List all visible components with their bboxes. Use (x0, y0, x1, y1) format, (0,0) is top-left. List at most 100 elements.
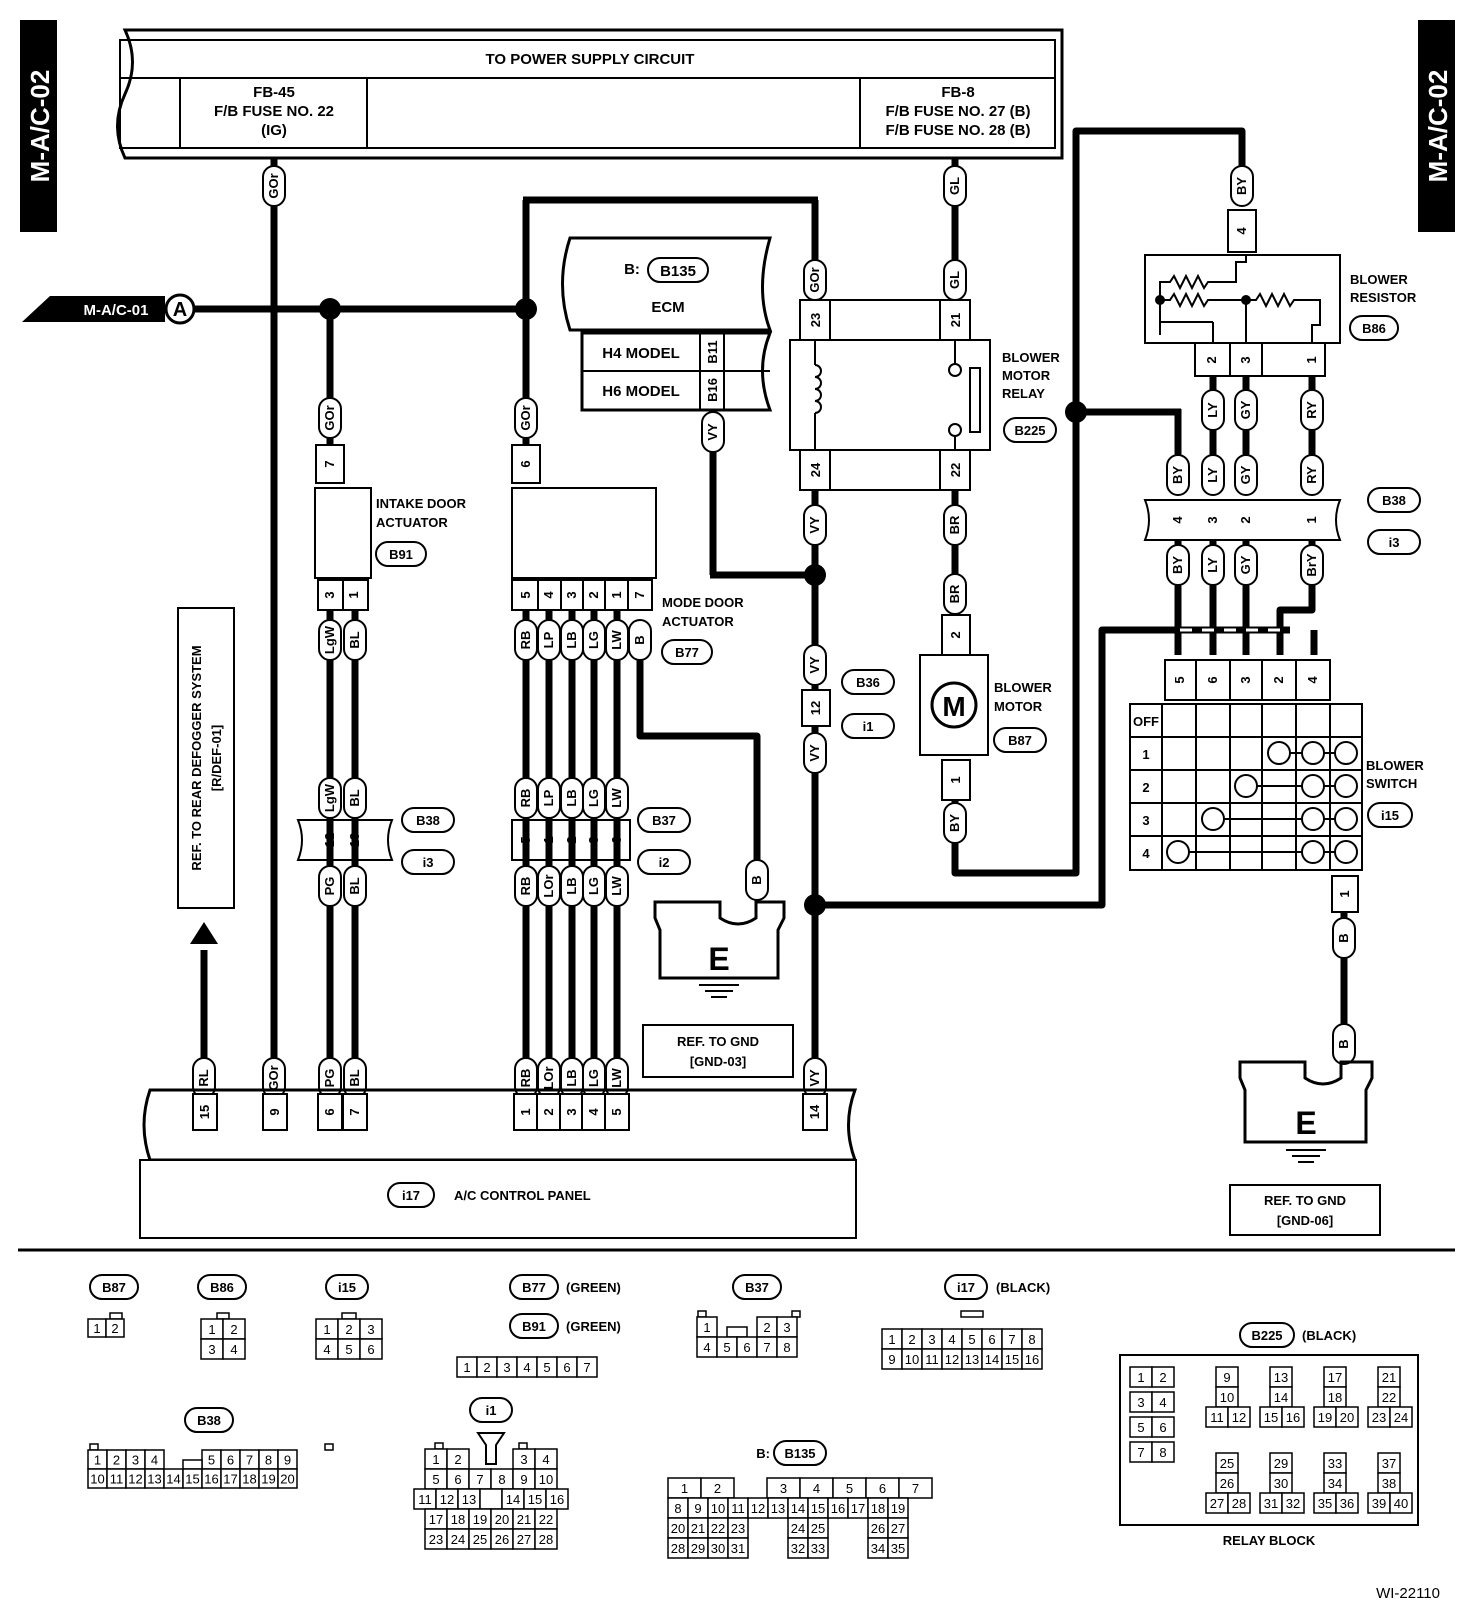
wire-by-loop (951, 127, 1246, 877)
svg-text:B38: B38 (197, 1413, 221, 1428)
svg-text:M-A/C-02: M-A/C-02 (1423, 70, 1453, 183)
b225-pin-label: 22 (1382, 1390, 1396, 1405)
svg-text:SWITCH: SWITCH (1366, 776, 1417, 791)
i17-pin-label: 14 (985, 1352, 999, 1367)
joint-b37-i2: 5 1 2 3 6 B37 i2 (511, 807, 691, 875)
b38-pin-cell (277, 1468, 298, 1489)
i1-pin-cell (534, 1528, 558, 1550)
svg-text:E: E (1295, 1105, 1316, 1141)
b77-pin-label: 2 (483, 1360, 490, 1375)
svg-text:3: 3 (564, 1108, 579, 1115)
svg-text:i17: i17 (957, 1280, 975, 1295)
svg-text:LW: LW (609, 788, 624, 808)
i17-pin-label: 5 (968, 1332, 975, 1347)
svg-text:12: 12 (808, 701, 823, 715)
i17-pin-label: 9 (888, 1352, 895, 1367)
svg-text:GOr: GOr (266, 173, 281, 198)
svg-text:BL: BL (347, 1069, 362, 1086)
svg-text:RY: RY (1304, 401, 1319, 419)
svg-text:BL: BL (347, 631, 362, 648)
wires (190, 127, 1348, 1080)
i17-pin-label: 1 (888, 1332, 895, 1347)
svg-text:1: 1 (609, 591, 624, 598)
svg-text:BY: BY (947, 814, 962, 832)
svg-text:7: 7 (322, 460, 337, 467)
svg-text:2: 2 (948, 631, 963, 638)
svg-text:1: 1 (541, 836, 556, 843)
svg-text:6: 6 (322, 1108, 337, 1115)
svg-text:RESISTOR: RESISTOR (1350, 290, 1417, 305)
figure-id: WI-22110 (1376, 1585, 1440, 1602)
side-tag-right: M-A/C-02 (1418, 20, 1455, 232)
i15-pin-label: 4 (323, 1342, 330, 1357)
connector-i15: i15 (325, 1274, 369, 1300)
b135-pin-label: 30 (711, 1541, 725, 1556)
svg-text:LB: LB (564, 789, 579, 806)
svg-text:B: B (1336, 1039, 1351, 1048)
i17-pin-label: 13 (965, 1352, 979, 1367)
b135-pin-label: 24 (791, 1521, 805, 1536)
svg-text:i3: i3 (423, 855, 434, 870)
svg-text:LB: LB (564, 877, 579, 894)
svg-text:H6 MODEL: H6 MODEL (602, 383, 680, 400)
b225-pin-cell (1335, 1406, 1359, 1428)
connector-lock-tab (518, 1442, 528, 1450)
b225-pin-label: 1 (1137, 1370, 1144, 1385)
b38-pin-label: 11 (110, 1472, 124, 1487)
b38-pin-label: 4 (151, 1453, 158, 1468)
svg-text:BY: BY (1170, 556, 1185, 574)
blower-switch: 5 6 3 2 4 OFF 1 2 3 4 1 BLOWER SWITCH (1129, 659, 1424, 913)
svg-text:[GND-06]: [GND-06] (1277, 1213, 1333, 1228)
svg-text:VY: VY (807, 516, 822, 534)
b135-pin-label: 5 (846, 1481, 853, 1496)
connector-lock-tab (434, 1442, 444, 1450)
svg-text:(GREEN): (GREEN) (566, 1319, 621, 1334)
svg-text:3: 3 (586, 836, 601, 843)
b135-pin-label: 23 (731, 1521, 745, 1536)
svg-text:2: 2 (1271, 676, 1286, 683)
svg-text:LOr: LOr (541, 874, 556, 897)
b225-pin-label: 32 (1286, 1496, 1300, 1511)
b225-pin-label: 9 (1223, 1370, 1230, 1385)
b86-pin-label: 1 (208, 1322, 215, 1337)
resistor-code: B86 (1362, 321, 1386, 336)
i17-pin-label: 3 (928, 1332, 935, 1347)
svg-text:[R/DEF-01]: [R/DEF-01] (209, 725, 224, 791)
b135-pin-label: 18 (871, 1501, 885, 1516)
b225-pin-label: 33 (1328, 1456, 1342, 1471)
i1-pin-label: 18 (451, 1512, 465, 1527)
svg-text:PG: PG (322, 1069, 337, 1088)
i17-pin-label: 4 (948, 1332, 955, 1347)
b225-pin-label: 21 (1382, 1370, 1396, 1385)
i1-pin-label: 15 (528, 1492, 542, 1507)
intake-code: B91 (389, 547, 413, 562)
svg-text:BR: BR (947, 515, 962, 534)
power-supply-title: TO POWER SUPPLY CIRCUIT (486, 51, 695, 68)
connector-lock-tab (791, 1310, 801, 1318)
b135-pin-label: 34 (871, 1541, 885, 1556)
fuse-right-line1: FB-8 (941, 84, 974, 101)
svg-text:B37: B37 (652, 813, 676, 828)
svg-text:LG: LG (586, 631, 601, 649)
relay-code: B225 (1014, 423, 1045, 438)
svg-text:GOr: GOr (807, 267, 822, 292)
svg-text:BL: BL (347, 789, 362, 806)
svg-text:GL: GL (947, 177, 962, 195)
b135-pin-cell (887, 1537, 909, 1559)
svg-text:LW: LW (609, 876, 624, 896)
i1-pin-label: 4 (542, 1452, 549, 1467)
b135-pin-cell (727, 1537, 749, 1559)
svg-text:14: 14 (807, 1104, 822, 1119)
svg-text:4: 4 (586, 1108, 601, 1116)
b38-pin-label: 19 (261, 1472, 275, 1487)
i1-pin-label: 21 (517, 1512, 531, 1527)
svg-text:BL: BL (347, 877, 362, 894)
b225-pin-cell (1389, 1406, 1413, 1428)
svg-text:LP: LP (541, 631, 556, 648)
b37-pin-label: 4 (703, 1340, 710, 1355)
i1-pin-label: 6 (454, 1472, 461, 1487)
b225-pin-label: 5 (1137, 1420, 1144, 1435)
junction-dots (319, 298, 1087, 916)
b77-pin-label: 5 (543, 1360, 550, 1375)
b86-pin-cell (222, 1338, 246, 1360)
